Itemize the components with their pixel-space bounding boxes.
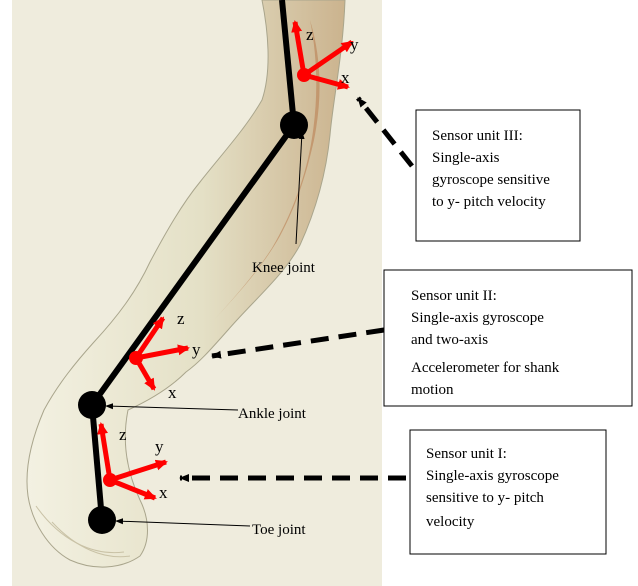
unit1-x-label: x <box>159 483 168 502</box>
ankle-joint-marker <box>78 391 106 419</box>
unit2-z-label: z <box>177 309 185 328</box>
unit3-line-3: gyroscope sensitive <box>432 172 550 188</box>
toe-joint-marker <box>88 506 116 534</box>
unit3-line-4: to y- pitch velocity <box>432 194 546 210</box>
unit2-line-3: and two-axis <box>411 332 488 348</box>
sensor-unit-1-box: Sensor unit I: Single-axis gyroscope sen… <box>410 430 606 554</box>
toe-joint-label: Toe joint <box>252 522 306 538</box>
unit3-line-2: Single-axis <box>432 150 500 166</box>
unit2-line-4: Accelerometer for shank <box>411 360 560 376</box>
unit3-y-label: y <box>350 35 359 54</box>
ankle-joint-label: Ankle joint <box>238 406 307 422</box>
unit2-line-1: Sensor unit II: <box>411 288 497 304</box>
sensor-unit-3-box: Sensor unit III: Single-axis gyroscope s… <box>416 110 580 241</box>
knee-joint-label: Knee joint <box>252 260 316 276</box>
unit2-x-label: x <box>168 383 177 402</box>
unit3-x-label: x <box>341 68 350 87</box>
unit3-z-label: z <box>306 25 314 44</box>
sensor-unit-2-box: Sensor unit II: Single-axis gyroscope an… <box>384 270 632 406</box>
unit1-line-1: Sensor unit I: <box>426 446 507 462</box>
knee-joint-marker <box>280 111 308 139</box>
unit3-line-1: Sensor unit III: <box>432 128 523 144</box>
unit1-y-label: y <box>155 437 164 456</box>
unit1-line-4: velocity <box>426 514 475 530</box>
unit1-z-label: z <box>119 425 127 444</box>
unit2-line-2: Single-axis gyroscope <box>411 310 544 326</box>
unit1-line-3: sensitive to y- pitch <box>426 490 544 506</box>
unit2-y-label: y <box>192 340 201 359</box>
unit1-line-2: Single-axis gyroscope <box>426 468 559 484</box>
unit2-line-5: motion <box>411 382 454 398</box>
